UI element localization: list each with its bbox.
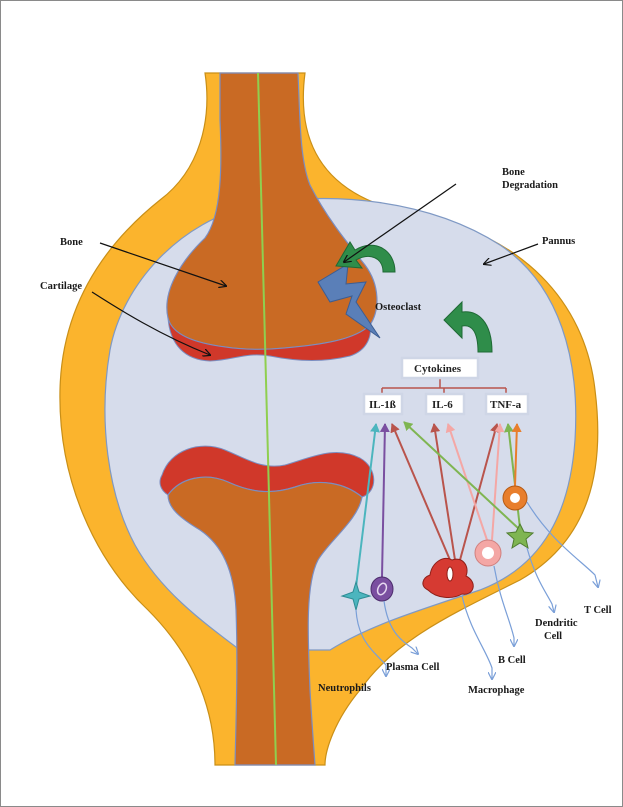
bone-degradation-label-line2: Degradation [502, 180, 558, 191]
plasma-cell-icon [371, 577, 393, 601]
tnfa-label: TNF-a [490, 399, 522, 411]
il6-label: IL-6 [432, 399, 453, 411]
macrophage-label: Macrophage [468, 685, 525, 696]
cytokines-label: Cytokines [414, 363, 462, 375]
cartilage-label: Cartilage [40, 281, 82, 292]
b-cell-label: B Cell [498, 655, 526, 666]
bone-degradation-label-line1: Bone [502, 167, 525, 178]
b-cell-icon [475, 540, 501, 566]
pannus-label: Pannus [542, 236, 575, 247]
bone-label: Bone [60, 237, 83, 248]
t-cell-icon [503, 486, 527, 510]
osteoclast-label: Osteoclast [375, 302, 422, 313]
il1b-label: IL-1ß [369, 399, 396, 411]
dendritic-cell-label-line2: Cell [544, 631, 562, 642]
plasma-cell-label: Plasma Cell [386, 662, 439, 673]
t-cell-label: T Cell [584, 605, 612, 616]
dendritic-cell-label-line1: Dendritic [535, 618, 578, 629]
neutrophils-label: Neutrophils [318, 683, 371, 694]
